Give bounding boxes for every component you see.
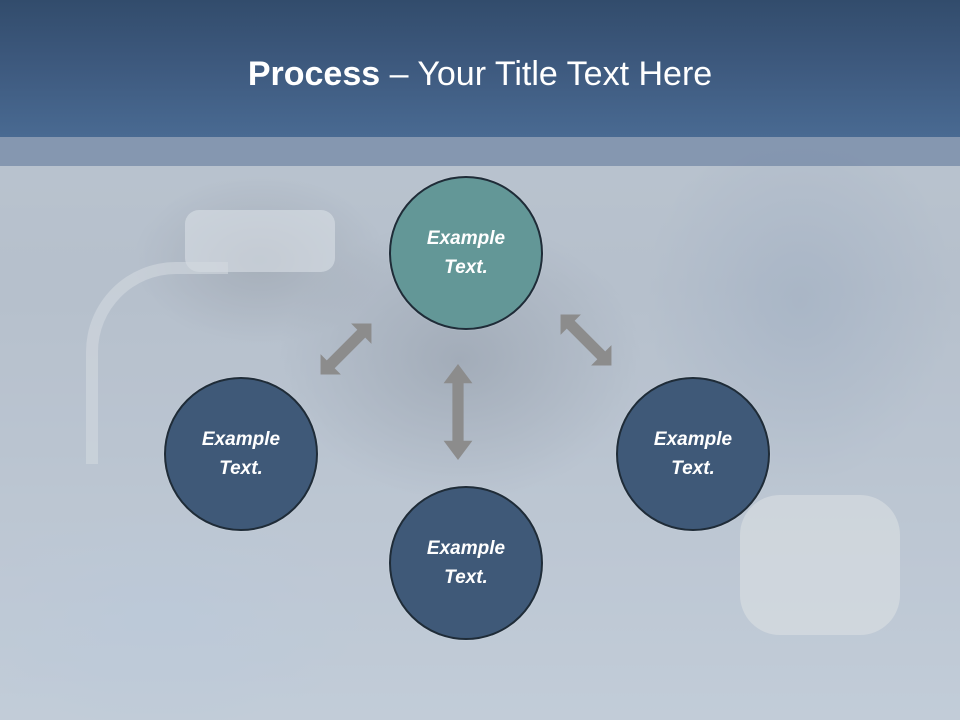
- arrow-vertical: [443, 364, 473, 460]
- title-band: [0, 137, 960, 166]
- node-left-label: Example Text.: [201, 429, 281, 479]
- slide-title: Process – Your Title Text Here: [0, 52, 960, 96]
- arrow-top-right: [550, 304, 622, 376]
- title-bold: Process: [247, 55, 381, 93]
- process-node-left[interactable]: Example Text.: [164, 377, 318, 531]
- title-rest: – Your Title Text Here: [380, 55, 713, 93]
- title-bar: [0, 0, 960, 137]
- node-bottom-label: Example Text.: [426, 538, 506, 588]
- node-right-label: Example Text.: [653, 429, 733, 479]
- node-top-label: Example Text.: [426, 228, 506, 278]
- process-node-right[interactable]: Example Text.: [616, 377, 770, 531]
- process-node-bottom[interactable]: Example Text.: [389, 486, 543, 640]
- arrow-top-left: [310, 313, 382, 385]
- process-node-top[interactable]: Example Text.: [389, 176, 543, 330]
